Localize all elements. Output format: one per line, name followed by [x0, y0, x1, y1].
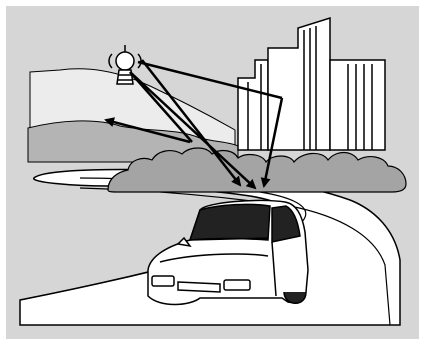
car-headlight-right [224, 280, 250, 290]
car-headlight-left [152, 276, 174, 286]
car-grille [178, 282, 220, 292]
car-windshield [190, 204, 270, 240]
